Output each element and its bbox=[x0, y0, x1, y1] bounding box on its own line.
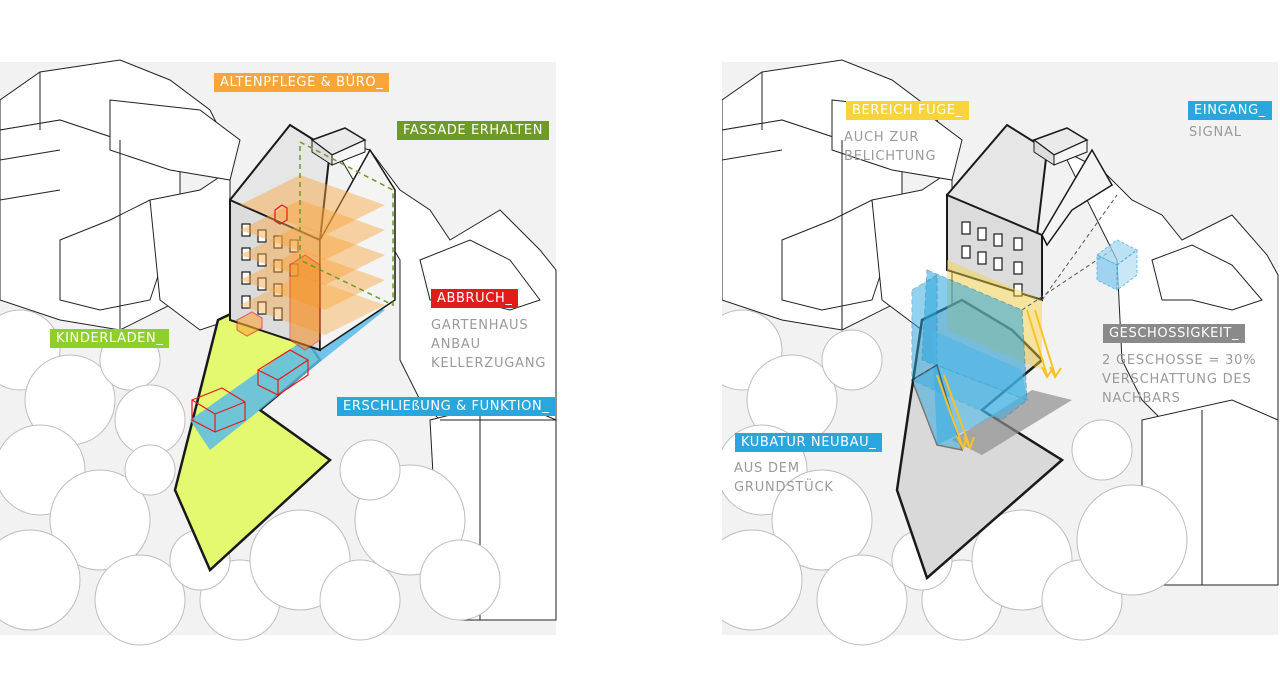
axonometric-drawing-left bbox=[0, 59, 557, 646]
note-line: AUCH ZUR bbox=[844, 130, 920, 145]
abbruch-notes: GARTENHAUS ANBAU KELLERZUGANG bbox=[431, 316, 546, 373]
facade-windows bbox=[961, 221, 1023, 297]
diagram-right-panel: BEREICH FUGE_ AUCH ZUR BELICHTUNG EINGAN… bbox=[722, 0, 1280, 700]
note-line: KELLERZUGANG bbox=[431, 356, 547, 371]
facade-keep-outline bbox=[299, 140, 394, 307]
note-line: VERSCHATTUNG DES bbox=[1102, 372, 1252, 387]
orange-floor-plates bbox=[240, 175, 385, 351]
note-line: SIGNAL bbox=[1189, 125, 1242, 140]
neighbour-lines bbox=[722, 72, 1203, 585]
label-abbruch: ABBRUCH_ bbox=[431, 289, 519, 308]
diagram-left-panel: ALTENPFLEGE & BÜRO_ FASSADE ERHALTEN ABB… bbox=[0, 0, 560, 700]
note-line: BELICHTUNG bbox=[844, 149, 937, 164]
guide-lines bbox=[1021, 194, 1118, 311]
entrance-cube bbox=[1096, 239, 1138, 291]
note-line: GRUNDSTÜCK bbox=[734, 480, 834, 495]
label-geschossigkeit: GESCHOSSIGKEIT_ bbox=[1103, 324, 1246, 343]
new-building-volume bbox=[910, 269, 1028, 451]
note-line: GARTENHAUS bbox=[431, 318, 529, 333]
label-fassade-erhalten: FASSADE ERHALTEN bbox=[397, 121, 550, 140]
axonometric-drawing-right bbox=[722, 59, 1279, 646]
demolition-boxes bbox=[191, 204, 309, 433]
light-arrows bbox=[936, 309, 1062, 451]
label-bereich-fuge: BEREICH FUGE_ bbox=[846, 101, 969, 120]
geschossigkeit-notes: 2 GESCHOSSE = 30% VERSCHATTUNG DES NACHB… bbox=[1102, 351, 1256, 408]
note-line: AUS DEM bbox=[734, 461, 800, 476]
kubatur-notes: AUS DEM GRUNDSTÜCK bbox=[734, 459, 834, 497]
neighbour-buildings bbox=[722, 59, 1279, 586]
tree-circles bbox=[0, 309, 501, 646]
label-kinderladen: KINDERLADEN_ bbox=[50, 329, 170, 348]
label-altenpflege-buero: ALTENPFLEGE & BÜRO_ bbox=[214, 73, 390, 92]
note-line: NACHBARS bbox=[1102, 391, 1181, 406]
note-line: ANBAU bbox=[431, 337, 481, 352]
label-erschliessung-funktion: ERSCHLIEßUNG & FUNKTION_ bbox=[337, 397, 556, 416]
shadow-area bbox=[952, 390, 1072, 455]
note-line: 2 GESCHOSSE = 30% bbox=[1102, 353, 1257, 368]
label-eingang: EINGANG_ bbox=[1188, 101, 1272, 120]
eingang-notes: SIGNAL bbox=[1189, 123, 1242, 142]
label-kubatur-neubau: KUBATUR NEUBAU_ bbox=[735, 433, 883, 452]
fuge-notes: AUCH ZUR BELICHTUNG bbox=[844, 128, 936, 166]
